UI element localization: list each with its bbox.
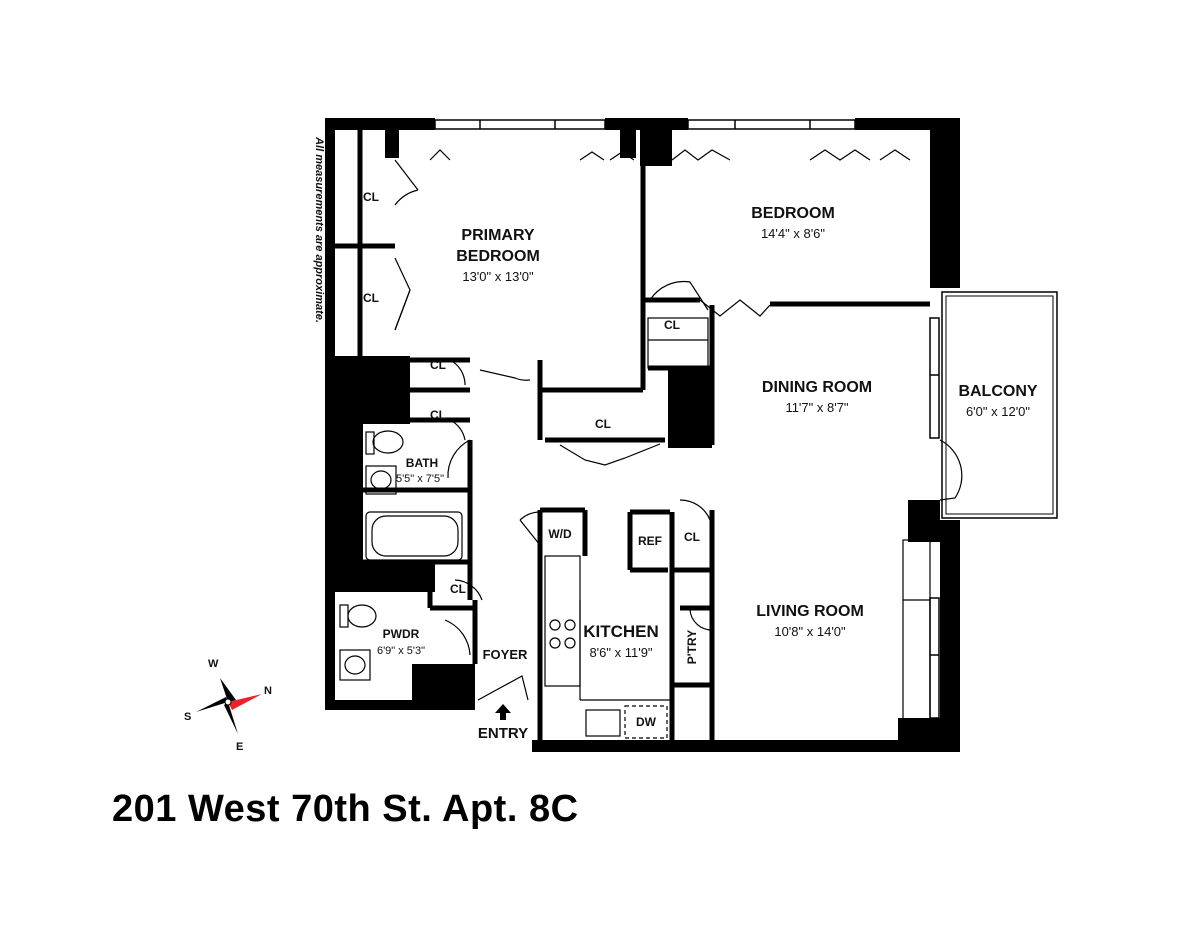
- fixture-labels: CL CL CL CL CL CL CL CL W/D REF DW P'TRY: [363, 190, 700, 729]
- interior-walls: [335, 130, 930, 745]
- door-swings: [394, 149, 963, 701]
- dining-room-size: 11'7" x 8'7": [785, 400, 848, 415]
- disclaimer-text: All measurements are approximate.: [313, 136, 325, 323]
- closet-label-1: CL: [363, 190, 379, 204]
- kitchen-label: KITCHEN: [583, 622, 659, 641]
- closet-label-5: CL: [664, 318, 680, 332]
- kitchen-size: 8'6" x 11'9": [589, 645, 652, 660]
- windows: [434, 119, 940, 719]
- compass-w: W: [208, 658, 219, 670]
- compass-icon: N S W E: [184, 658, 272, 753]
- bedroom-size: 14'4" x 8'6": [761, 226, 825, 241]
- dishwasher-label: DW: [636, 715, 657, 729]
- powder-size: 6'9" x 5'3": [377, 645, 425, 657]
- compass-n: N: [264, 685, 272, 697]
- dining-room-label: DINING ROOM: [762, 379, 872, 396]
- closet-label-4: CL: [430, 408, 446, 422]
- living-room-size: 10'8" x 14'0": [774, 624, 846, 639]
- foyer-label: FOYER: [483, 647, 528, 662]
- compass-e: E: [236, 741, 243, 753]
- page-title: 201 West 70th St. Apt. 8C: [112, 788, 579, 830]
- exterior-walls: [325, 118, 960, 752]
- primary-bedroom-label-2: BEDROOM: [456, 248, 540, 265]
- washer-dryer-label: W/D: [548, 527, 572, 541]
- room-labels: PRIMARY BEDROOM 13'0" x 13'0" BEDROOM 14…: [377, 205, 1038, 742]
- living-room-label: LIVING ROOM: [756, 603, 864, 620]
- compass-s: S: [184, 711, 191, 723]
- bath-label: BATH: [406, 456, 438, 470]
- closet-label-6: CL: [595, 417, 611, 431]
- balcony-size: 6'0" x 12'0": [966, 404, 1030, 419]
- balcony-label: BALCONY: [958, 383, 1037, 400]
- closet-label-8: CL: [450, 582, 466, 596]
- powder-label: PWDR: [383, 627, 420, 641]
- closet-label-7: CL: [684, 530, 700, 544]
- primary-bedroom-label-1: PRIMARY: [461, 227, 535, 244]
- closet-label-3: CL: [430, 358, 446, 372]
- bath-size: 5'5" x 7'5": [396, 473, 444, 485]
- fixture-lines: [339, 291, 1058, 739]
- refrigerator-label: REF: [638, 534, 662, 548]
- primary-bedroom-size: 13'0" x 13'0": [462, 269, 534, 284]
- entry-label: ENTRY: [478, 725, 528, 742]
- bedroom-label: BEDROOM: [751, 205, 835, 222]
- closet-label-2: CL: [363, 291, 379, 305]
- pantry-label: P'TRY: [685, 630, 699, 664]
- entry-arrow-icon: [495, 704, 511, 720]
